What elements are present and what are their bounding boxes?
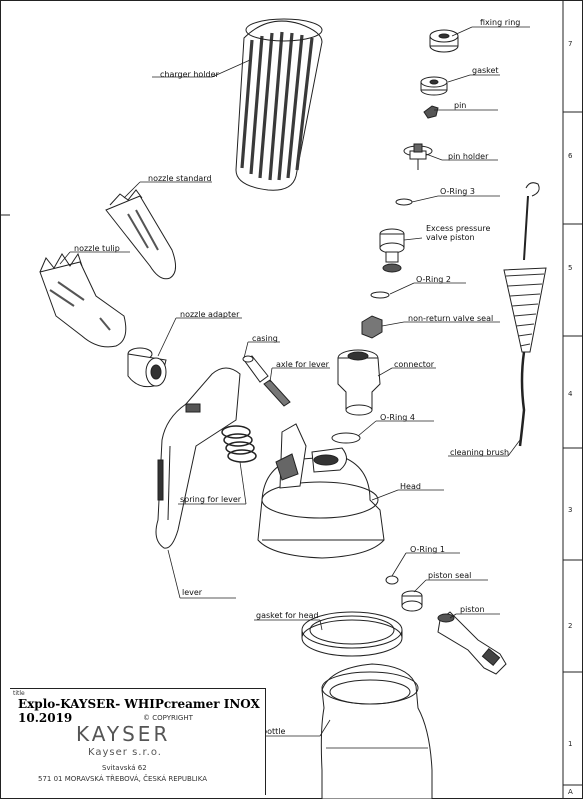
label-piston-seal: piston seal [428, 571, 472, 580]
company-street: Svitavská 62 [102, 764, 147, 772]
label-bottle: bottle [262, 727, 286, 736]
charger-holder-drawing [235, 18, 323, 191]
label-lever: lever [182, 588, 203, 597]
label-o-ring-3: O-Ring 3 [440, 187, 475, 196]
row-mark-4: 4 [568, 390, 573, 398]
label-o-ring-1: O-Ring 1 [410, 545, 445, 554]
head-drawing [257, 423, 385, 559]
label-pin-holder: pin holder [448, 152, 489, 161]
label-pin: pin [454, 101, 467, 110]
gasket-for-head-drawing [301, 611, 403, 657]
label-fixing-ring: fixing ring [480, 18, 521, 27]
label-charger-holder: charger holder [160, 70, 219, 79]
copyright-note: © COPYRIGHT [143, 714, 193, 722]
kayser-logo: KAYSER [76, 722, 171, 746]
label-o-ring-4: O-Ring 4 [380, 413, 415, 422]
label-connector: connector [394, 360, 435, 369]
bottle-drawing [320, 663, 433, 799]
title-block-tag: title [13, 690, 25, 697]
nozzle-tulip-drawing [39, 252, 127, 348]
nozzle-adapter-drawing [127, 347, 167, 388]
connector-drawing [337, 349, 381, 416]
col-mark-a: A [568, 788, 573, 796]
spring-for-lever-drawing [221, 425, 257, 463]
row-mark-1: 1 [568, 740, 573, 748]
company-name: Kayser s.r.o. [88, 747, 162, 758]
label-nozzle-tulip: nozzle tulip [74, 244, 120, 253]
title-block: title Explo-KAYSER- WHIPcreamer INOX 10.… [10, 688, 266, 795]
label-nozzle-standard: nozzle standard [148, 174, 212, 183]
casing-axle-drawing [242, 355, 291, 407]
leader-lines [59, 26, 530, 737]
row-mark-5: 5 [568, 264, 573, 272]
lever-drawing [155, 367, 241, 549]
top-small-parts-drawing [403, 29, 459, 170]
label-spring-for-lever: spring for lever [180, 495, 242, 504]
cleaning-brush-drawing [503, 182, 547, 447]
label-casing: casing [252, 334, 278, 343]
row-mark-2: 2 [568, 622, 573, 630]
label-axle-for-lever: axle for lever [276, 360, 329, 369]
label-o-ring-2: O-Ring 2 [416, 275, 451, 284]
piston-parts-drawing [385, 575, 507, 675]
company-city: 571 01 MORAVSKÁ TŘEBOVÁ, ČESKÁ REPUBLIKA [38, 775, 207, 783]
label-gasket: gasket [472, 66, 499, 75]
row-mark-3: 3 [568, 506, 573, 514]
label-cleaning-brush: cleaning brush [450, 448, 510, 457]
row-mark-7: 7 [568, 40, 573, 48]
label-piston: piston [460, 605, 485, 614]
label-head: Head [400, 482, 421, 491]
label-non-return-valve-seal: non-return valve seal [408, 314, 494, 323]
nozzle-standard-drawing [105, 189, 176, 280]
row-mark-6: 6 [568, 152, 573, 160]
valve-parts-drawing [361, 198, 413, 339]
drawing-title: Explo-KAYSER- WHIPcreamer INOX 10.2019 [18, 697, 260, 725]
label-nozzle-adapter: nozzle adapter [180, 310, 240, 319]
label-excess-pressure-valve-piston: Excess pressure valve piston [426, 224, 491, 242]
label-gasket-for-head: gasket for head [256, 611, 319, 620]
o-ring-4-drawing [331, 432, 361, 444]
